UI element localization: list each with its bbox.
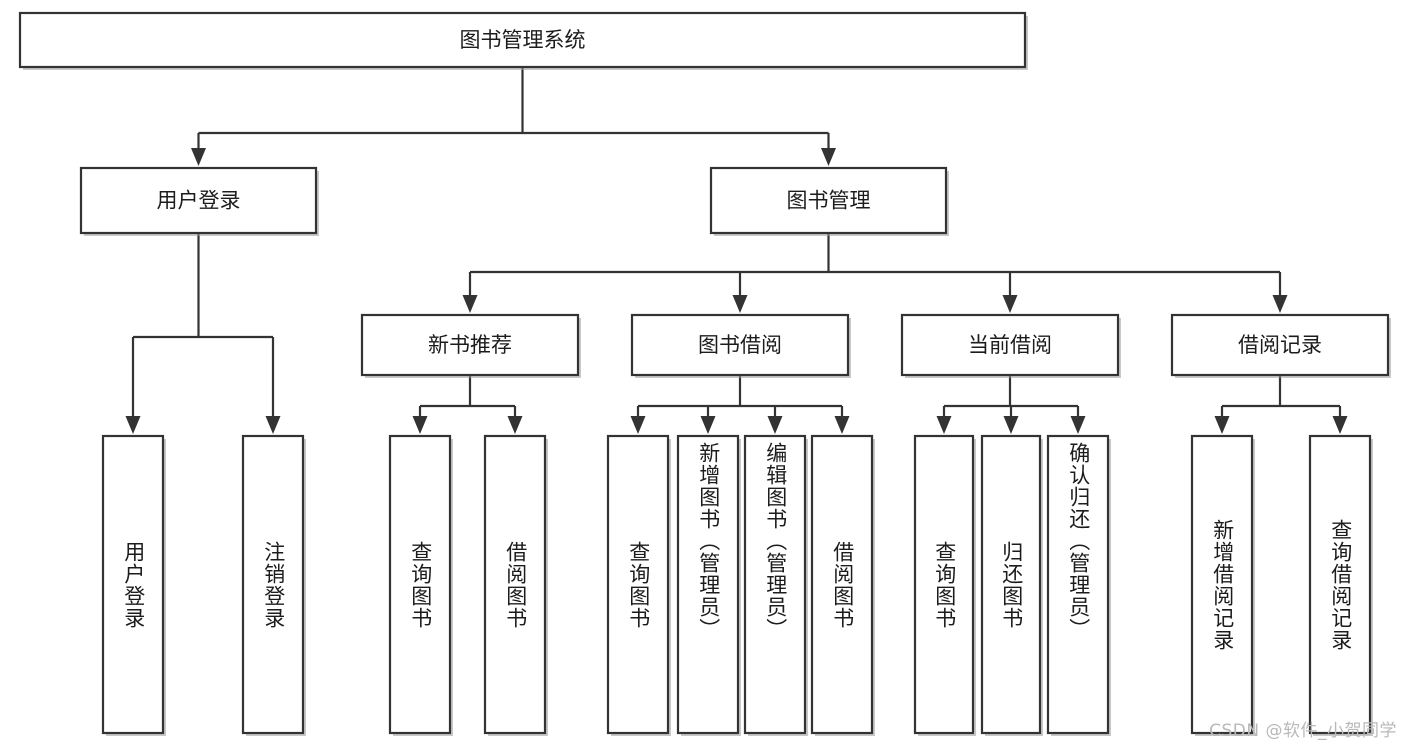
node-label-root: 图书管理系统 [460, 28, 586, 52]
node-leaf-borrow-2[interactable] [676, 434, 741, 736]
node-current[interactable] [900, 313, 1121, 378]
edge-group-current-children [936, 375, 1086, 434]
node-leaf-current-3[interactable] [1046, 434, 1111, 736]
edge-group-newbook-children [412, 375, 523, 434]
edge-group-root-children [191, 67, 836, 166]
node-leaf-borrow-3[interactable] [743, 434, 808, 736]
node-leaf-borrow-1[interactable] [606, 434, 671, 736]
node-label-records: 借阅记录 [1238, 333, 1322, 357]
node-leaf-current-1[interactable] [913, 434, 976, 736]
node-layer [18, 11, 1391, 736]
edge-group-borrow-children [630, 375, 850, 434]
node-leaf-records-1[interactable] [1190, 434, 1255, 736]
node-leaf-borrow-4[interactable] [810, 434, 875, 736]
node-label-login: 用户登录 [157, 189, 241, 213]
node-leaf-records-2[interactable] [1308, 434, 1373, 736]
edge-group-bookmgmt-children [462, 233, 1288, 313]
node-leaf-login-2[interactable] [241, 434, 306, 736]
node-label-current: 当前借阅 [968, 333, 1052, 357]
node-bookmgmt[interactable] [709, 166, 949, 236]
edge-layer [125, 67, 1348, 434]
node-leaf-newbook-2[interactable] [483, 434, 548, 736]
node-newbook[interactable] [360, 313, 581, 378]
node-borrow[interactable] [630, 313, 851, 378]
node-label-newbook: 新书推荐 [428, 333, 512, 357]
node-leaf-login-1[interactable] [101, 434, 166, 736]
node-leaf-newbook-1[interactable] [388, 434, 453, 736]
node-login[interactable] [79, 166, 319, 236]
edge-group-login-children [125, 233, 281, 434]
node-records[interactable] [1170, 313, 1391, 378]
node-label-borrow: 图书借阅 [698, 333, 782, 357]
node-leaf-current-2[interactable] [980, 434, 1043, 736]
edge-group-records-children [1214, 375, 1348, 434]
node-label-bookmgmt: 图书管理 [787, 189, 871, 213]
node-root[interactable] [18, 11, 1028, 70]
